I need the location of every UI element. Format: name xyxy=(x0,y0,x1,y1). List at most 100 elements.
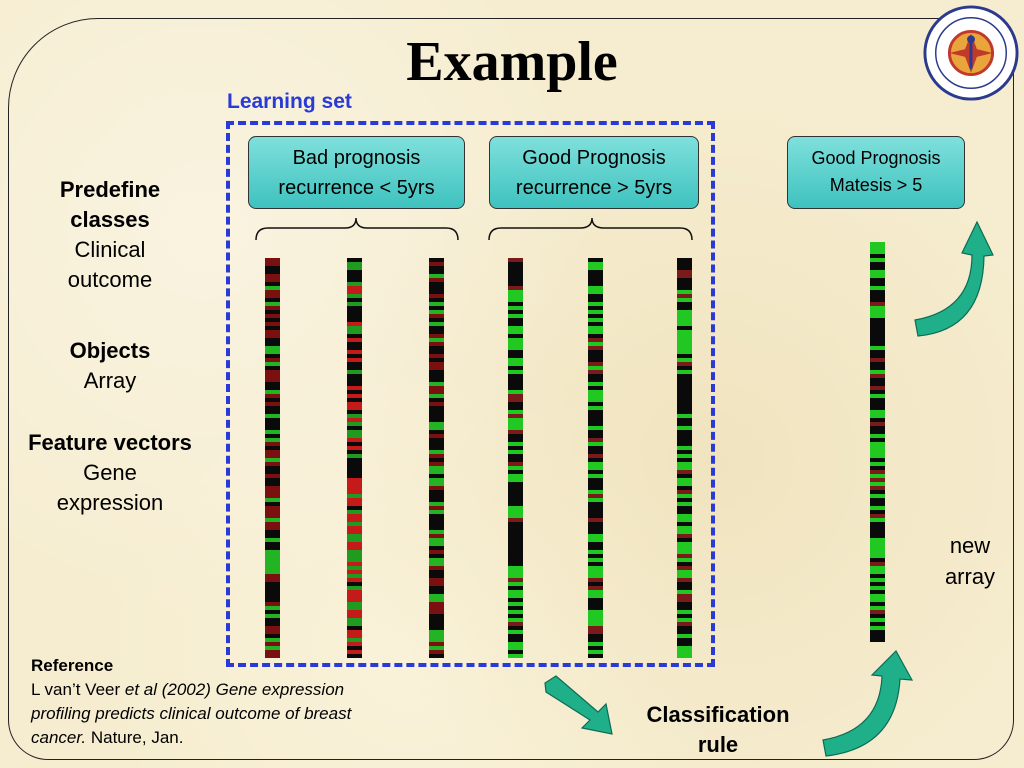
array-spot xyxy=(588,554,603,558)
array-spot xyxy=(347,266,362,270)
new-class-detail: Matesis > 5 xyxy=(829,175,923,195)
array-spot xyxy=(508,374,523,378)
array-spot xyxy=(265,390,280,394)
array-spot xyxy=(508,330,523,334)
objects-heading: Objects xyxy=(69,338,151,363)
array-spot xyxy=(347,606,362,610)
array-spot xyxy=(870,590,885,594)
array-spot xyxy=(508,446,523,450)
array-spot xyxy=(429,514,444,518)
array-spot xyxy=(588,378,603,382)
reference-italic-2: profiling predicts clinical outcome of b… xyxy=(31,704,352,723)
array-spot xyxy=(677,474,692,478)
array-spot xyxy=(265,554,280,558)
array-spot xyxy=(265,446,280,450)
array-spot xyxy=(429,590,444,594)
array-spot xyxy=(870,442,885,446)
array-spot xyxy=(429,354,444,358)
array-spot xyxy=(588,654,603,658)
array-spot xyxy=(588,270,603,274)
array-spot xyxy=(508,586,523,590)
array-spot xyxy=(677,578,692,582)
array-spot xyxy=(347,538,362,542)
array-spot xyxy=(429,270,444,274)
array-spot xyxy=(429,390,444,394)
array-spot xyxy=(347,594,362,598)
array-spot xyxy=(508,514,523,518)
array-spot xyxy=(265,402,280,406)
array-spot xyxy=(265,462,280,466)
array-spot xyxy=(677,606,692,610)
array-spot xyxy=(429,342,444,346)
array-spot xyxy=(677,430,692,434)
array-spot xyxy=(588,294,603,298)
array-spot xyxy=(870,446,885,450)
array-spot xyxy=(265,590,280,594)
array-spot xyxy=(870,550,885,554)
array-spot xyxy=(265,470,280,474)
array-spot xyxy=(347,502,362,506)
array-spot xyxy=(588,630,603,634)
array-spot xyxy=(870,594,885,598)
array-spot xyxy=(508,406,523,410)
array-spot xyxy=(508,362,523,366)
array-spot xyxy=(677,554,692,558)
array-spot xyxy=(347,314,362,318)
array-spot xyxy=(429,478,444,482)
array-spot xyxy=(588,322,603,326)
array-spot xyxy=(677,522,692,526)
array-spot xyxy=(870,438,885,442)
array-spot xyxy=(265,430,280,434)
array-spot xyxy=(265,410,280,414)
new-array-label: new array xyxy=(932,530,1008,592)
array-spot xyxy=(429,374,444,378)
array-spot xyxy=(870,274,885,278)
array-spot xyxy=(588,458,603,462)
array-spot xyxy=(870,486,885,490)
array-spot xyxy=(508,466,523,470)
array-spot xyxy=(588,478,603,482)
array-spot xyxy=(429,406,444,410)
array-spot xyxy=(588,614,603,618)
array-spot xyxy=(265,654,280,658)
array-spot xyxy=(265,582,280,586)
array-spot xyxy=(508,574,523,578)
array-spot xyxy=(677,542,692,546)
array-spot xyxy=(429,594,444,598)
array-spot xyxy=(429,446,444,450)
array-spot xyxy=(677,358,692,362)
array-spot xyxy=(265,394,280,398)
array-spot xyxy=(429,486,444,490)
array-spot xyxy=(347,386,362,390)
array-spot xyxy=(347,374,362,378)
array-spot xyxy=(508,498,523,502)
array-spot xyxy=(870,310,885,314)
array-spot xyxy=(429,470,444,474)
array-spot xyxy=(347,562,362,566)
reference-block: Reference L van’t Veer et al (2002) Gene… xyxy=(31,654,431,750)
array-spot xyxy=(508,478,523,482)
array-spot xyxy=(265,426,280,430)
array-spot xyxy=(870,454,885,458)
array-spot xyxy=(588,374,603,378)
array-spot xyxy=(265,614,280,618)
array-spot xyxy=(508,266,523,270)
array-spot xyxy=(265,438,280,442)
array-spot xyxy=(429,266,444,270)
array-spot xyxy=(870,370,885,374)
array-spot xyxy=(508,566,523,570)
array-spot xyxy=(588,394,603,398)
array-spot xyxy=(347,530,362,534)
array-spot xyxy=(347,586,362,590)
array-spot xyxy=(265,290,280,294)
array-spot xyxy=(588,266,603,270)
array-spot xyxy=(265,522,280,526)
array-spot xyxy=(677,494,692,498)
array-spot xyxy=(588,370,603,374)
good-prognosis-title: Good Prognosis xyxy=(522,147,666,169)
array-spot xyxy=(347,618,362,622)
array-spot xyxy=(429,306,444,310)
array-spot xyxy=(677,278,692,282)
array-spot xyxy=(429,426,444,430)
array-spot xyxy=(347,534,362,538)
